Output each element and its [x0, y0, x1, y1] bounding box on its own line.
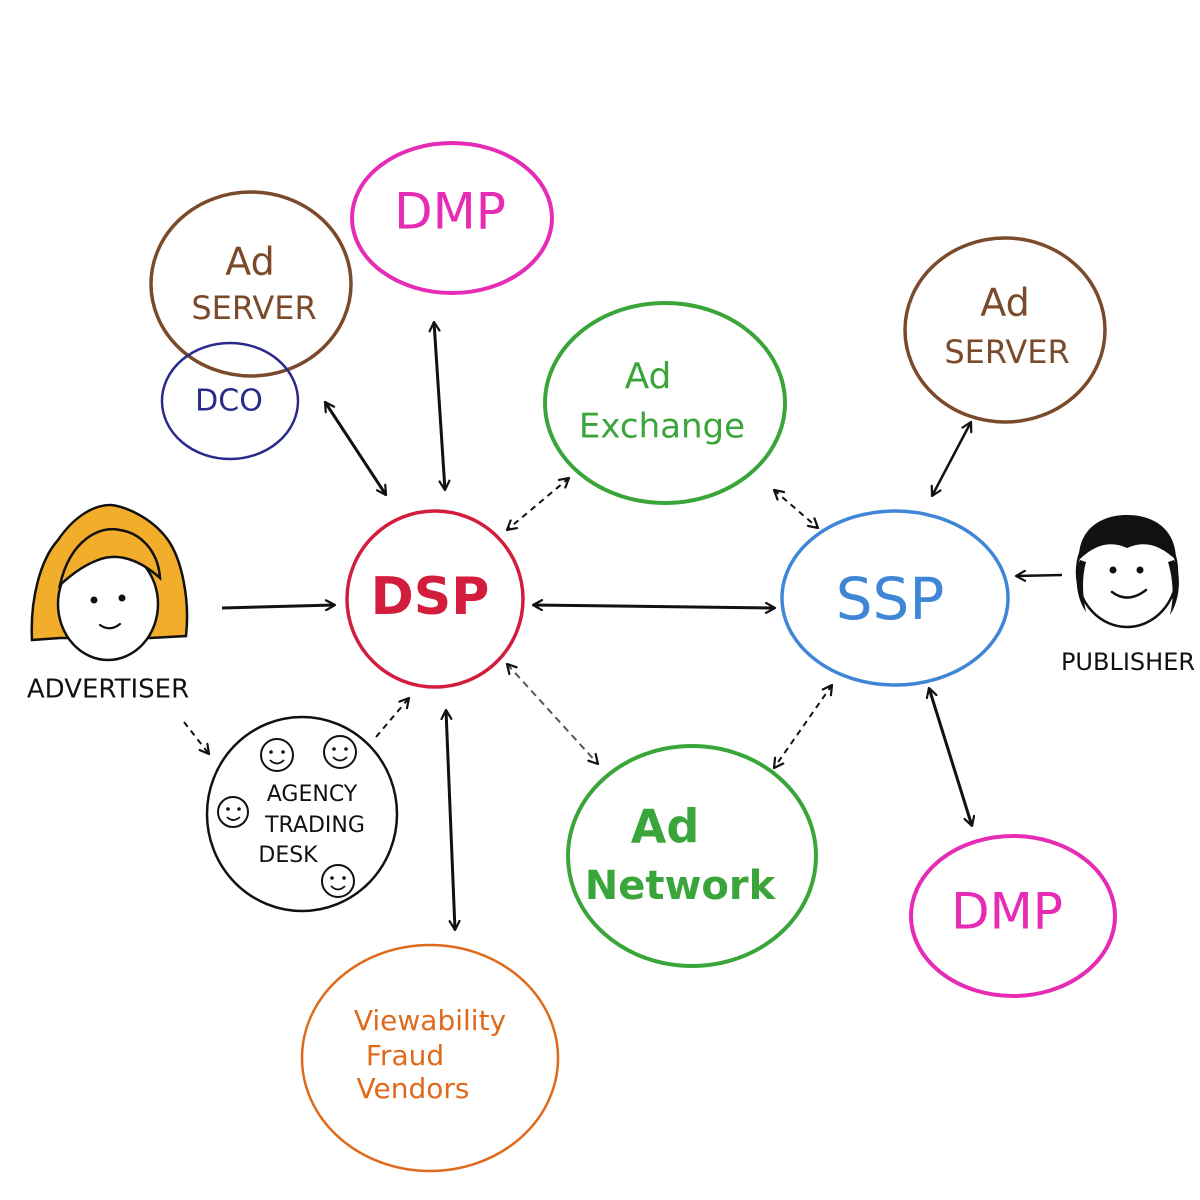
ad-server-right-line2: SERVER: [944, 333, 1069, 371]
ad-exchange-node: Ad Exchange: [543, 301, 787, 505]
advertiser-node: ADVERTISER: [27, 503, 189, 705]
vendors-line1: Viewability: [354, 1004, 506, 1037]
dmp-right-label: DMP: [951, 883, 1063, 941]
ssp-node: SSP: [780, 509, 1010, 687]
smiley-icon: [260, 738, 294, 772]
ad-server-left-line1: Ad: [225, 240, 274, 284]
ad-network-node: Ad Network: [566, 744, 818, 968]
ad-server-node-right: Ad SERVER: [903, 236, 1107, 424]
dco-node: DCO: [160, 341, 300, 461]
connectors: [183, 322, 1063, 930]
ssp-label: SSP: [836, 565, 945, 633]
dsp-node: DSP: [345, 509, 525, 689]
ad-server-node-left: Ad SERVER: [149, 190, 353, 378]
advertiser-label: ADVERTISER: [27, 675, 189, 705]
vendors-line3: Vendors: [357, 1072, 470, 1105]
arrow-dsp-vendors: [446, 710, 455, 930]
ad-network-line1: Ad: [631, 800, 700, 854]
arrow-adexchange-ssp: [774, 490, 818, 528]
arrow-adserver-ssp: [932, 422, 971, 496]
agency-trading-desk-node: AGENCY TRADING DESK: [205, 715, 399, 913]
smiley-icon: [217, 796, 249, 828]
dco-label: DCO: [195, 384, 263, 419]
dmp-node-right: DMP: [909, 834, 1117, 998]
arrow-agency-dsp: [375, 698, 409, 738]
arrow-advertiser-agency: [183, 721, 209, 754]
dmp-node-left: DMP: [350, 141, 554, 295]
arrow-dsp-ssp: [533, 605, 775, 608]
agency-line2: TRADING: [264, 813, 365, 838]
agency-line1: AGENCY: [267, 782, 358, 807]
woman-face-icon: [30, 503, 189, 662]
agency-line3: DESK: [258, 843, 318, 868]
publisher-label: PUBLISHER: [1061, 648, 1195, 676]
smiley-icon: [323, 735, 357, 769]
arrow-ssp-adnetwork: [774, 685, 832, 768]
publisher-node: PUBLISHER: [1061, 515, 1195, 676]
ad-server-left-line2: SERVER: [191, 289, 316, 327]
arrow-dmp-dsp: [434, 322, 445, 490]
vendors-node: Viewability Fraud Vendors: [300, 943, 560, 1173]
ad-network-line2: Network: [585, 863, 777, 909]
dsp-label: DSP: [371, 567, 490, 627]
ad-exchange-line1: Ad: [625, 356, 672, 397]
ad-exchange-line2: Exchange: [579, 407, 745, 447]
arrow-publisher-ssp: [1016, 575, 1063, 576]
arrow-adexchange-dsp: [507, 478, 569, 530]
arrow-advertiser-dsp: [221, 605, 335, 608]
dmp-left-label: DMP: [394, 183, 506, 241]
smiley-icon: [321, 864, 355, 898]
ad-server-right-line1: Ad: [980, 281, 1029, 325]
arrow-ssp-dmp: [929, 688, 972, 826]
arrow-adserver-dsp: [323, 402, 388, 495]
vendors-line2: Fraud: [366, 1039, 444, 1072]
man-face-icon: [1075, 515, 1179, 629]
arrow-dsp-adnetwork: [507, 664, 598, 764]
